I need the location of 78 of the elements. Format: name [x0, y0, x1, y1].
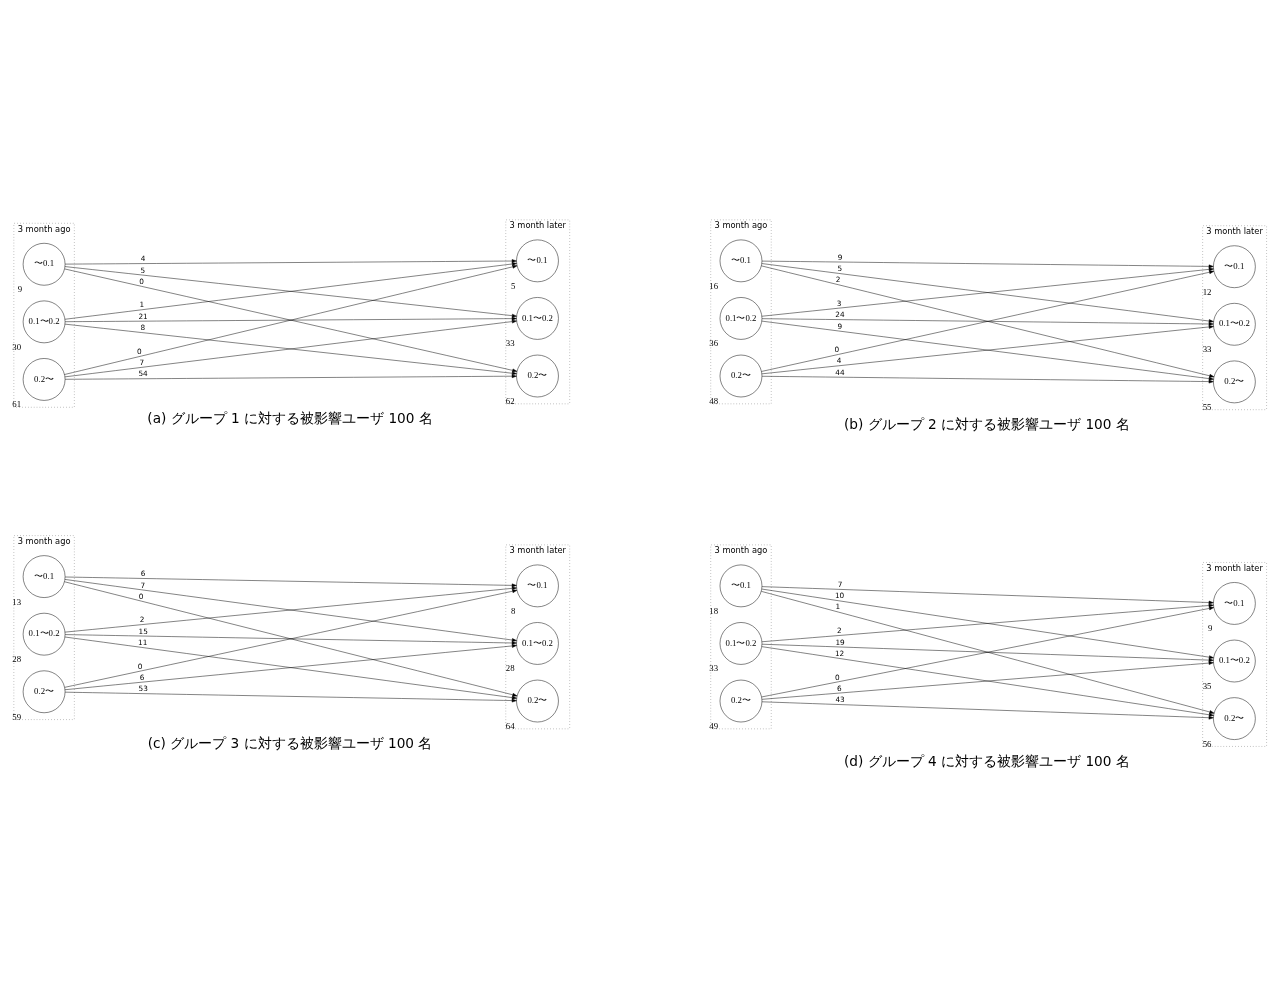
node-circle: 0.1〜0.2: [516, 621, 559, 665]
arrow: [761, 588, 1214, 659]
arrow: [761, 317, 1214, 326]
node-circle: 0.1〜0.2: [719, 296, 763, 340]
node-circle: 〜0.1: [516, 239, 559, 282]
arrow: [761, 606, 1214, 697]
node-label: 9: [17, 283, 23, 294]
node-circle: 〜0.1: [516, 564, 559, 607]
arrow: [64, 633, 517, 645]
node-circle: 〜0.1: [719, 239, 763, 282]
arrow: [64, 578, 517, 642]
arrow: [761, 660, 1214, 700]
arrow: [761, 324, 1214, 374]
node-label: 33: [709, 662, 719, 673]
node-label: 55: [1202, 401, 1212, 412]
arrow: [761, 643, 1214, 662]
arrow: [64, 586, 517, 632]
node-circle: 0.1〜0.2: [22, 612, 66, 655]
label: (c) グループ 3 に対する被影響ユーザ 100 名: [147, 734, 433, 751]
node-label: 49: [709, 720, 719, 731]
node-label: 61: [12, 398, 22, 409]
node-label: 64: [505, 720, 515, 731]
node-label: 12: [1202, 286, 1212, 297]
node-circle: 0.2〜: [516, 679, 559, 722]
node-label: 28: [505, 662, 515, 673]
arrow: [761, 260, 1214, 268]
node-circle: 0.2〜: [1213, 360, 1256, 403]
arrow: [761, 590, 1215, 714]
node-label: 33: [1202, 343, 1212, 354]
node-circle: 0.2〜: [719, 354, 763, 397]
arrow: [64, 576, 517, 587]
node-circle: 0.1〜0.2: [1213, 639, 1256, 682]
arrow: [64, 643, 517, 690]
node-label: 33: [505, 337, 515, 348]
node-circle: 0.1〜0.2: [1213, 302, 1256, 346]
node-circle: 0.2〜: [719, 679, 763, 722]
node-circle: 〜0.1: [1213, 244, 1256, 288]
arrow: [761, 645, 1214, 717]
arrow: [761, 320, 1214, 380]
node-label: 48: [709, 395, 719, 406]
label: (b) グループ 2 に対する被影響ユーザ 100 名: [844, 415, 1130, 432]
arrow: [64, 691, 517, 702]
node-label: 13: [12, 596, 22, 607]
node-circle: 〜0.1: [1213, 581, 1256, 625]
arrow: [64, 258, 517, 264]
node-label: 35: [1202, 680, 1212, 691]
node-circle: 〜0.1: [22, 554, 66, 598]
node-label: 5: [511, 280, 516, 291]
node-circle: 0.2〜: [22, 670, 66, 713]
node-circle: 〜0.1: [22, 242, 66, 285]
arrow: [761, 267, 1214, 316]
arrow: [761, 262, 1214, 323]
label: (d) グループ 4 に対する被影響ユーザ 100 名: [844, 752, 1130, 769]
arrow: [64, 316, 517, 322]
node-circle: 0.1〜0.2: [22, 300, 66, 343]
node-circle: 0.2〜: [22, 357, 66, 401]
node-label: 16: [709, 280, 719, 291]
node-label: 59: [12, 711, 22, 722]
node-circle: 0.2〜: [516, 354, 559, 397]
label: (a) グループ 1 に対する被影響ユーザ 100 名: [147, 409, 433, 426]
node-circle: 0.1〜0.2: [516, 296, 559, 340]
node-label: 62: [505, 395, 515, 406]
node-label: 8: [511, 605, 516, 616]
node-label: 56: [1202, 738, 1212, 749]
node-label: 9: [1208, 622, 1213, 633]
arrow: [761, 701, 1214, 719]
arrow: [64, 636, 517, 699]
arrow: [761, 375, 1214, 383]
arrow: [761, 585, 1214, 604]
arrow: [64, 373, 517, 380]
node-circle: 0.2〜: [1213, 696, 1256, 740]
node-circle: 〜0.1: [719, 564, 763, 607]
node-label: 18: [709, 605, 719, 616]
node-label: 28: [12, 653, 22, 664]
node-label: 36: [709, 337, 719, 348]
node-circle: 0.1〜0.2: [719, 621, 763, 665]
node-label: 30: [12, 341, 22, 352]
arrow: [761, 603, 1214, 642]
